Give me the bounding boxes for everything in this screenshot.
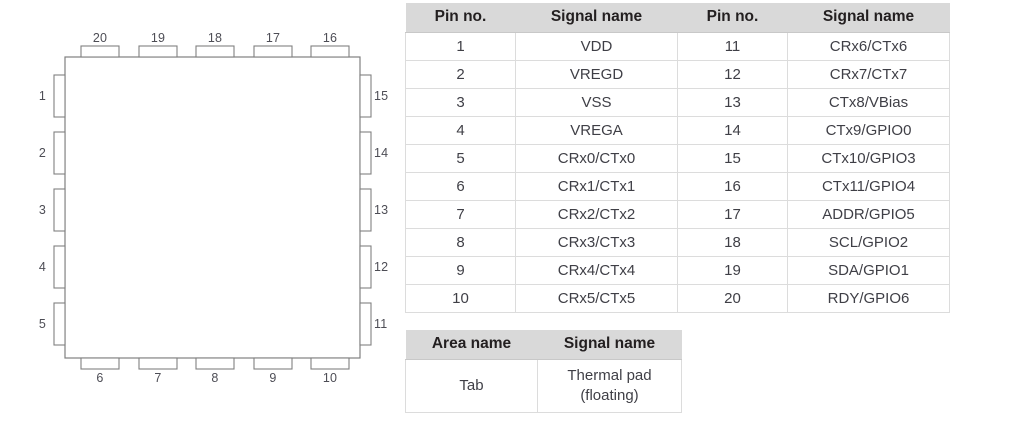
pin-label-left-3: 3 <box>38 203 46 217</box>
col-header-area-name: Area name <box>405 330 538 360</box>
cell-pin-no-left: 3 <box>405 88 516 117</box>
cell-signal-right: CRx6/CTx6 <box>787 32 950 61</box>
pin-label-left-1: 1 <box>38 89 46 103</box>
top-pin-pads <box>80 45 350 58</box>
pin-label-right-2: 14 <box>374 146 389 160</box>
cell-signal-name: Thermal pad(floating) <box>537 359 682 413</box>
pin-label-right-3: 13 <box>374 203 389 217</box>
pin-label-left-2: 2 <box>38 146 46 160</box>
pin-label-left-4: 4 <box>38 260 46 274</box>
cell-pin-no-right: 17 <box>677 200 788 229</box>
pin-label-top-2: 19 <box>150 31 166 45</box>
pin-assignment-table: Pin no. Signal name Pin no. Signal name … <box>405 3 950 313</box>
cell-signal-right: SCL/GPIO2 <box>787 228 950 257</box>
cell-pin-no-left: 6 <box>405 172 516 201</box>
pin-label-top-1: 20 <box>92 31 108 45</box>
cell-pin-no-left: 8 <box>405 228 516 257</box>
cell-pin-no-left: 1 <box>405 32 516 61</box>
cell-pin-no-left: 10 <box>405 284 516 313</box>
cell-signal-left: VREGD <box>515 60 678 89</box>
table-header-row: Area name Signal name <box>405 330 682 360</box>
cell-pin-no-right: 15 <box>677 144 788 173</box>
cell-signal-right: CRx7/CTx7 <box>787 60 950 89</box>
pin-label-bottom-1: 6 <box>96 371 104 385</box>
cell-signal-left: VDD <box>515 32 678 61</box>
cell-pin-no-right: 14 <box>677 116 788 145</box>
cell-signal-right: RDY/GPIO6 <box>787 284 950 313</box>
cell-signal-left: CRx3/CTx3 <box>515 228 678 257</box>
bottom-pin-pads <box>80 357 350 370</box>
cell-pin-no-right: 20 <box>677 284 788 313</box>
pin-label-bottom-4: 9 <box>269 371 277 385</box>
cell-pin-no-left: 7 <box>405 200 516 229</box>
cell-signal-left: VREGA <box>515 116 678 145</box>
col-header-signal-name-2: Signal name <box>787 3 950 33</box>
cell-pin-no-right: 13 <box>677 88 788 117</box>
right-pin-pads <box>359 74 372 346</box>
cell-signal-left: CRx4/CTx4 <box>515 256 678 285</box>
cell-pin-no-left: 9 <box>405 256 516 285</box>
cell-pin-no-left: 4 <box>405 116 516 145</box>
cell-pin-no-right: 19 <box>677 256 788 285</box>
cell-pin-no-right: 12 <box>677 60 788 89</box>
cell-signal-right: CTx8/VBias <box>787 88 950 117</box>
pin-label-bottom-5: 10 <box>322 371 338 385</box>
pin-label-top-5: 16 <box>322 31 338 45</box>
cell-area-name: Tab <box>405 359 538 413</box>
pin-label-left-5: 5 <box>38 317 46 331</box>
cell-signal-right: SDA/GPIO1 <box>787 256 950 285</box>
cell-pin-no-right: 18 <box>677 228 788 257</box>
cell-pin-no-left: 5 <box>405 144 516 173</box>
table-header-row: Pin no. Signal name Pin no. Signal name <box>405 3 950 33</box>
cell-signal-left: CRx2/CTx2 <box>515 200 678 229</box>
pin-label-right-1: 15 <box>374 89 389 103</box>
left-pin-pads <box>53 74 66 346</box>
pin-label-bottom-2: 7 <box>154 371 162 385</box>
pin-label-right-4: 12 <box>374 260 389 274</box>
pin-label-right-5: 11 <box>374 317 388 331</box>
pin-label-top-3: 18 <box>207 31 223 45</box>
package-outline-svg <box>53 45 372 370</box>
cell-signal-left: VSS <box>515 88 678 117</box>
cell-signal-left: CRx1/CTx1 <box>515 172 678 201</box>
col-header-pin-no-2: Pin no. <box>677 3 788 33</box>
col-header-signal-name: Signal name <box>537 330 682 360</box>
cell-signal-left: CRx5/CTx5 <box>515 284 678 313</box>
cell-signal-right: ADDR/GPIO5 <box>787 200 950 229</box>
cell-signal-left: CRx0/CTx0 <box>515 144 678 173</box>
pin-label-bottom-3: 8 <box>211 371 219 385</box>
col-header-signal-name-1: Signal name <box>515 3 678 33</box>
cell-pin-no-left: 2 <box>405 60 516 89</box>
cell-signal-right: CTx9/GPIO0 <box>787 116 950 145</box>
package-pinout-diagram: 20 19 18 17 16 6 7 8 9 10 1 2 3 4 5 15 1… <box>0 0 400 428</box>
cell-pin-no-right: 16 <box>677 172 788 201</box>
cell-signal-right: CTx10/GPIO3 <box>787 144 950 173</box>
package-body <box>64 56 361 359</box>
cell-pin-no-right: 11 <box>677 32 788 61</box>
cell-signal-right: CTx11/GPIO4 <box>787 172 950 201</box>
col-header-pin-no-1: Pin no. <box>405 3 516 33</box>
pin-label-top-4: 17 <box>265 31 281 45</box>
